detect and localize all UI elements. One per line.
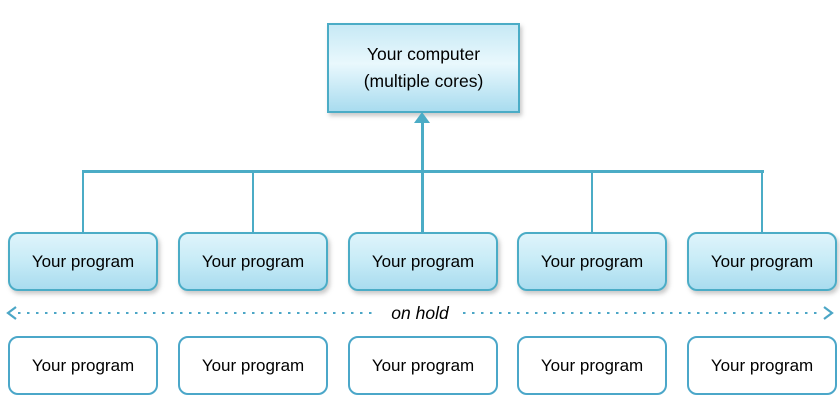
connector-line-3 bbox=[421, 121, 424, 232]
active-program-label-3: Your program bbox=[371, 251, 475, 271]
held-program-label-3: Your program bbox=[371, 355, 475, 375]
held-program-box-5: Your program bbox=[687, 336, 837, 395]
on-hold-label: on hold bbox=[391, 302, 449, 323]
connector-line-5 bbox=[761, 171, 763, 232]
dotted-line-left bbox=[18, 311, 378, 315]
active-program-box-4: Your program bbox=[517, 232, 667, 291]
active-program-label-4: Your program bbox=[540, 251, 644, 271]
active-program-box-3: Your program bbox=[348, 232, 498, 291]
active-program-label-2: Your program bbox=[201, 251, 305, 271]
held-program-label-1: Your program bbox=[31, 355, 135, 375]
on-hold-divider: on hold bbox=[6, 298, 834, 328]
dotted-line-right bbox=[462, 311, 823, 315]
held-program-box-2: Your program bbox=[178, 336, 328, 395]
active-program-box-2: Your program bbox=[178, 232, 328, 291]
connector-line-4 bbox=[591, 171, 593, 232]
active-program-label-1: Your program bbox=[31, 251, 135, 271]
left-arrowhead-icon bbox=[6, 306, 17, 320]
active-program-label-5: Your program bbox=[710, 251, 814, 271]
active-program-box-1: Your program bbox=[8, 232, 158, 291]
connector-line-1 bbox=[82, 171, 84, 232]
computer-box-line2: (multiple cores) bbox=[363, 71, 484, 91]
held-program-box-3: Your program bbox=[348, 336, 498, 395]
computer-box-line1: Your computer bbox=[366, 44, 481, 64]
active-program-box-5: Your program bbox=[687, 232, 837, 291]
connector-line-2 bbox=[252, 171, 254, 232]
right-arrowhead-icon bbox=[823, 306, 834, 320]
computer-box: Your computer (multiple cores) bbox=[327, 23, 520, 113]
held-program-box-1: Your program bbox=[8, 336, 158, 395]
up-arrowhead-icon bbox=[414, 112, 430, 123]
held-program-box-4: Your program bbox=[517, 336, 667, 395]
held-program-label-4: Your program bbox=[540, 355, 644, 375]
held-program-label-5: Your program bbox=[710, 355, 814, 375]
held-program-label-2: Your program bbox=[201, 355, 305, 375]
